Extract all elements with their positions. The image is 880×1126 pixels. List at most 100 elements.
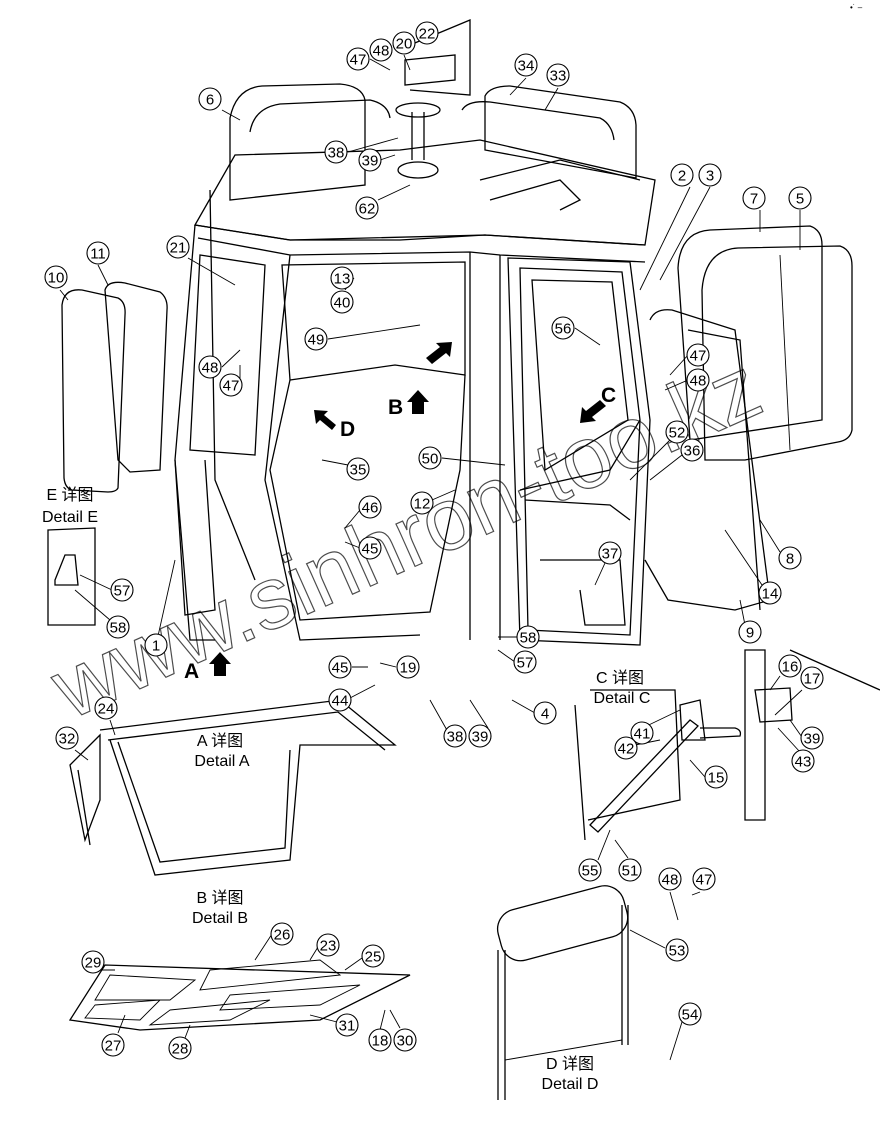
callout-27: 27 — [101, 1033, 125, 1057]
callout-48: 48 — [198, 355, 222, 379]
callout-number: 25 — [365, 949, 382, 966]
callout-56: 56 — [551, 316, 575, 340]
callout-30: 30 — [393, 1028, 417, 1052]
callout-45: 45 — [358, 536, 382, 560]
detail-d-sun-blind — [496, 885, 629, 1100]
callout-circle — [630, 721, 654, 745]
callout-44: 44 — [328, 688, 352, 712]
callout-45: 45 — [328, 655, 352, 679]
callout-34: 34 — [514, 53, 538, 77]
callout-circle — [692, 867, 716, 891]
door — [507, 257, 651, 646]
callout-circle — [198, 355, 222, 379]
callout-number: 23 — [320, 938, 337, 955]
callout-number: 50 — [422, 451, 439, 468]
callout-24: 24 — [94, 696, 118, 720]
callout-circle — [533, 701, 557, 725]
callout-number: 30 — [397, 1033, 414, 1050]
callout-number: 11 — [90, 246, 106, 263]
callout-16: 16 — [778, 654, 802, 678]
callout-number: 9 — [746, 625, 754, 642]
callout-circle — [698, 163, 722, 187]
callout-number: 57 — [114, 583, 131, 600]
callout-number: 47 — [690, 348, 707, 365]
callout-number: 47 — [350, 52, 367, 69]
callout-37: 37 — [598, 541, 622, 565]
callout-54: 54 — [678, 1002, 702, 1026]
detail-b-en: Detail B — [192, 910, 248, 927]
callout-circle — [335, 1013, 359, 1037]
callout-number: 31 — [339, 1018, 356, 1035]
callout-47: 47 — [219, 373, 243, 397]
callout-35: 35 — [346, 457, 370, 481]
callout-number: 3 — [706, 168, 714, 185]
callout-circle — [44, 265, 68, 289]
callout-circle — [106, 615, 130, 639]
callout-circle — [361, 944, 385, 968]
arrow-c-icon — [580, 400, 606, 423]
callout-circle — [415, 21, 439, 45]
callout-36: 36 — [680, 438, 704, 462]
callout-number: 14 — [762, 586, 779, 603]
callout-number: 17 — [804, 671, 821, 688]
callout-number: 55 — [582, 863, 599, 880]
callout-number: 35 — [350, 462, 367, 479]
arrow-b-icon — [407, 390, 429, 414]
callout-22: 22 — [415, 21, 439, 45]
detail-labels: E 详图 Detail E A 详图 Detail A B 详图 Detail … — [42, 486, 650, 1093]
callout-number: 22 — [419, 26, 436, 43]
callout-number: 19 — [400, 660, 417, 677]
callout-circle — [144, 633, 168, 657]
callout-circle — [680, 438, 704, 462]
callout-33: 33 — [546, 63, 570, 87]
callout-47: 47 — [346, 47, 370, 71]
callout-circle — [686, 368, 710, 392]
callout-circle — [219, 373, 243, 397]
callout-number: 8 — [786, 551, 794, 568]
callout-circle — [658, 867, 682, 891]
callout-circle — [304, 327, 328, 351]
callout-number: 5 — [796, 191, 804, 208]
callout-48: 48 — [369, 38, 393, 62]
callout-circle — [670, 163, 694, 187]
callout-number: 10 — [48, 270, 65, 287]
callout-number: 45 — [332, 660, 349, 677]
callout-number: 36 — [684, 443, 701, 460]
callout-circle — [516, 625, 540, 649]
callout-5: 5 — [788, 186, 812, 210]
callout-circle — [704, 765, 728, 789]
side-glass-left — [61, 281, 168, 493]
callout-number: 4 — [541, 706, 549, 723]
callout-number: 53 — [669, 943, 686, 960]
callout-circle — [800, 666, 824, 690]
view-label-a: A — [184, 660, 199, 683]
callout-number: 51 — [622, 863, 639, 880]
view-label-c: C — [601, 384, 616, 407]
callout-circle — [551, 316, 575, 340]
callout-number: 48 — [202, 360, 219, 377]
detail-a-cn: A 详图 — [197, 732, 243, 750]
detail-b-cn: B 详图 — [196, 889, 243, 907]
callout-number: 40 — [334, 295, 351, 312]
arrow-b2-icon — [426, 342, 452, 364]
callout-14: 14 — [758, 581, 782, 605]
callout-number: 52 — [669, 425, 686, 442]
callout-6: 6 — [198, 87, 222, 111]
callout-circle — [346, 457, 370, 481]
callout-47: 47 — [692, 867, 716, 891]
callout-39: 39 — [358, 148, 382, 172]
callout-29: 29 — [81, 950, 105, 974]
callout-number: 58 — [520, 630, 537, 647]
callout-circle — [392, 31, 416, 55]
callout-47: 47 — [686, 343, 710, 367]
callout-circle — [418, 446, 442, 470]
callout-number: 47 — [696, 872, 713, 889]
callout-57: 57 — [110, 578, 134, 602]
callout-circle — [328, 688, 352, 712]
callout-number: 29 — [85, 955, 102, 972]
callout-circle — [55, 726, 79, 750]
callout-number: 24 — [98, 701, 115, 718]
callout-circle — [358, 536, 382, 560]
detail-c-en: Detail C — [594, 690, 651, 707]
